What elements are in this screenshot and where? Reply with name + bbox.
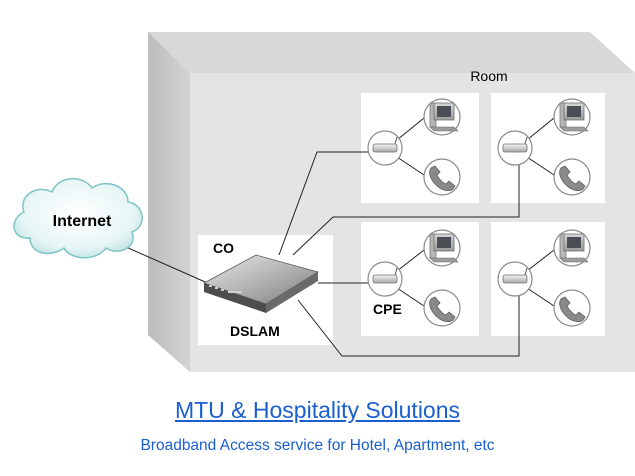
room-label: Room [470, 68, 507, 84]
room-bottom-left-devices [367, 229, 461, 327]
computer-icon [429, 102, 459, 132]
room-bottom-right-devices [497, 229, 591, 327]
caption-title: MTU & Hospitality Solutions [174, 397, 461, 423]
co-label: CO [213, 240, 234, 256]
caption-subtitle: Broadband Access service for Hotel, Apar… [140, 437, 495, 454]
building-top [148, 32, 635, 73]
internet-label: Internet [53, 213, 112, 230]
cloud-icon [13, 178, 143, 259]
line-dslam-room-top-left [278, 151, 373, 256]
room-top-left-devices [367, 98, 461, 196]
line-dslam-room-top-right [292, 160, 520, 256]
line-dslam-room-bottom-right [297, 283, 520, 357]
computer-icon [429, 233, 459, 263]
building-side [148, 32, 190, 372]
cpe-label: CPE [373, 301, 402, 317]
computer-icon [559, 102, 589, 132]
network-diagram: Internet Room CO DSLAM CPE [13, 32, 635, 372]
room-top-right-devices [497, 98, 591, 196]
internet-link [125, 246, 213, 286]
computer-icon [559, 233, 589, 263]
dslam-label: DSLAM [230, 323, 280, 339]
dslam-icon [203, 254, 319, 313]
